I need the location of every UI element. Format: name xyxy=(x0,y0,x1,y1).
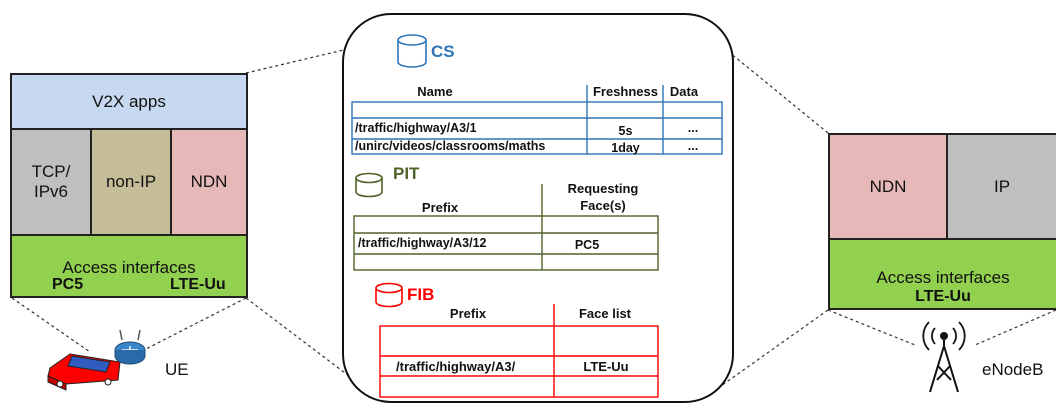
cs-row-1-freshness: 5s xyxy=(618,124,633,138)
enb-ip-layer: IP xyxy=(946,133,1056,240)
ue-tcp-ipv6-layer: TCP/ IPv6 xyxy=(10,128,92,236)
cs-title: CS xyxy=(431,42,455,61)
cs-header-name: Name xyxy=(417,84,453,99)
enb-node-label: eNodeB xyxy=(982,360,1044,379)
enb-access-interfaces-layer: Access interfaces LTE-Uu xyxy=(828,238,1056,310)
ue-non-ip-layer: non-IP xyxy=(90,128,172,236)
ue-lte-uu-label: LTE-Uu xyxy=(170,276,226,293)
pit-header-prefix: Prefix xyxy=(421,200,459,215)
cs-header-data: Data xyxy=(669,84,699,99)
ue-ndn-label: NDN xyxy=(190,172,228,191)
pit-table xyxy=(353,184,659,271)
pit-title: PIT xyxy=(393,164,420,183)
ue-ndn-layer: NDN xyxy=(170,128,248,236)
ue-non-ip-label: non-IP xyxy=(105,172,157,191)
cs-row-2-name: /unirc/videos/classrooms/maths xyxy=(355,139,546,153)
antenna-tower-icon xyxy=(922,321,966,393)
ue-tcp-ipv6-label: TCP/ IPv6 xyxy=(31,162,71,201)
ue-access-label: Access interfaces xyxy=(62,258,196,277)
cs-table xyxy=(351,85,723,155)
enb-access-label: Access interfaces xyxy=(876,268,1010,287)
car-icon xyxy=(47,353,121,391)
fib-table xyxy=(379,304,659,398)
ndn-node-panel xyxy=(342,13,734,403)
fib-database-icon xyxy=(375,282,403,308)
cs-row-2-data: ... xyxy=(687,139,699,153)
pit-header-requesting-faces: Requesting Face(s) xyxy=(567,181,639,213)
router-icon xyxy=(114,329,146,365)
pit-database-icon xyxy=(355,172,383,198)
pit-row-1-faces: PC5 xyxy=(574,238,600,252)
ue-pc5-label: PC5 xyxy=(52,276,84,293)
fib-header-prefix: Prefix xyxy=(449,306,487,321)
enb-lte-uu-label: LTE-Uu xyxy=(915,288,971,305)
cs-row-1-name: /traffic/highway/A3/1 xyxy=(355,121,477,135)
ue-access-interfaces-layer: Access interfaces PC5 LTE-Uu xyxy=(10,234,248,298)
enb-ndn-layer: NDN xyxy=(828,133,948,240)
cs-row-1-data: ... xyxy=(687,121,699,135)
fib-row-1-prefix: /traffic/highway/A3/ xyxy=(396,359,516,374)
ue-v2x-apps-layer: V2X apps xyxy=(10,73,248,130)
fib-row-1-face: LTE-Uu xyxy=(583,359,629,374)
cs-header-freshness: Freshness xyxy=(592,84,659,99)
enb-ip-label: IP xyxy=(993,176,1011,196)
enb-ndn-label: NDN xyxy=(869,176,907,196)
ue-v2x-apps-label: V2X apps xyxy=(92,91,166,111)
cs-database-icon xyxy=(397,34,427,68)
pit-row-1-prefix: /traffic/highway/A3/12 xyxy=(358,236,487,250)
fib-header-face-list: Face list xyxy=(578,306,632,321)
ue-node-label: UE xyxy=(165,360,189,379)
cs-row-2-freshness: 1day xyxy=(611,141,640,155)
fib-title: FIB xyxy=(407,285,435,304)
